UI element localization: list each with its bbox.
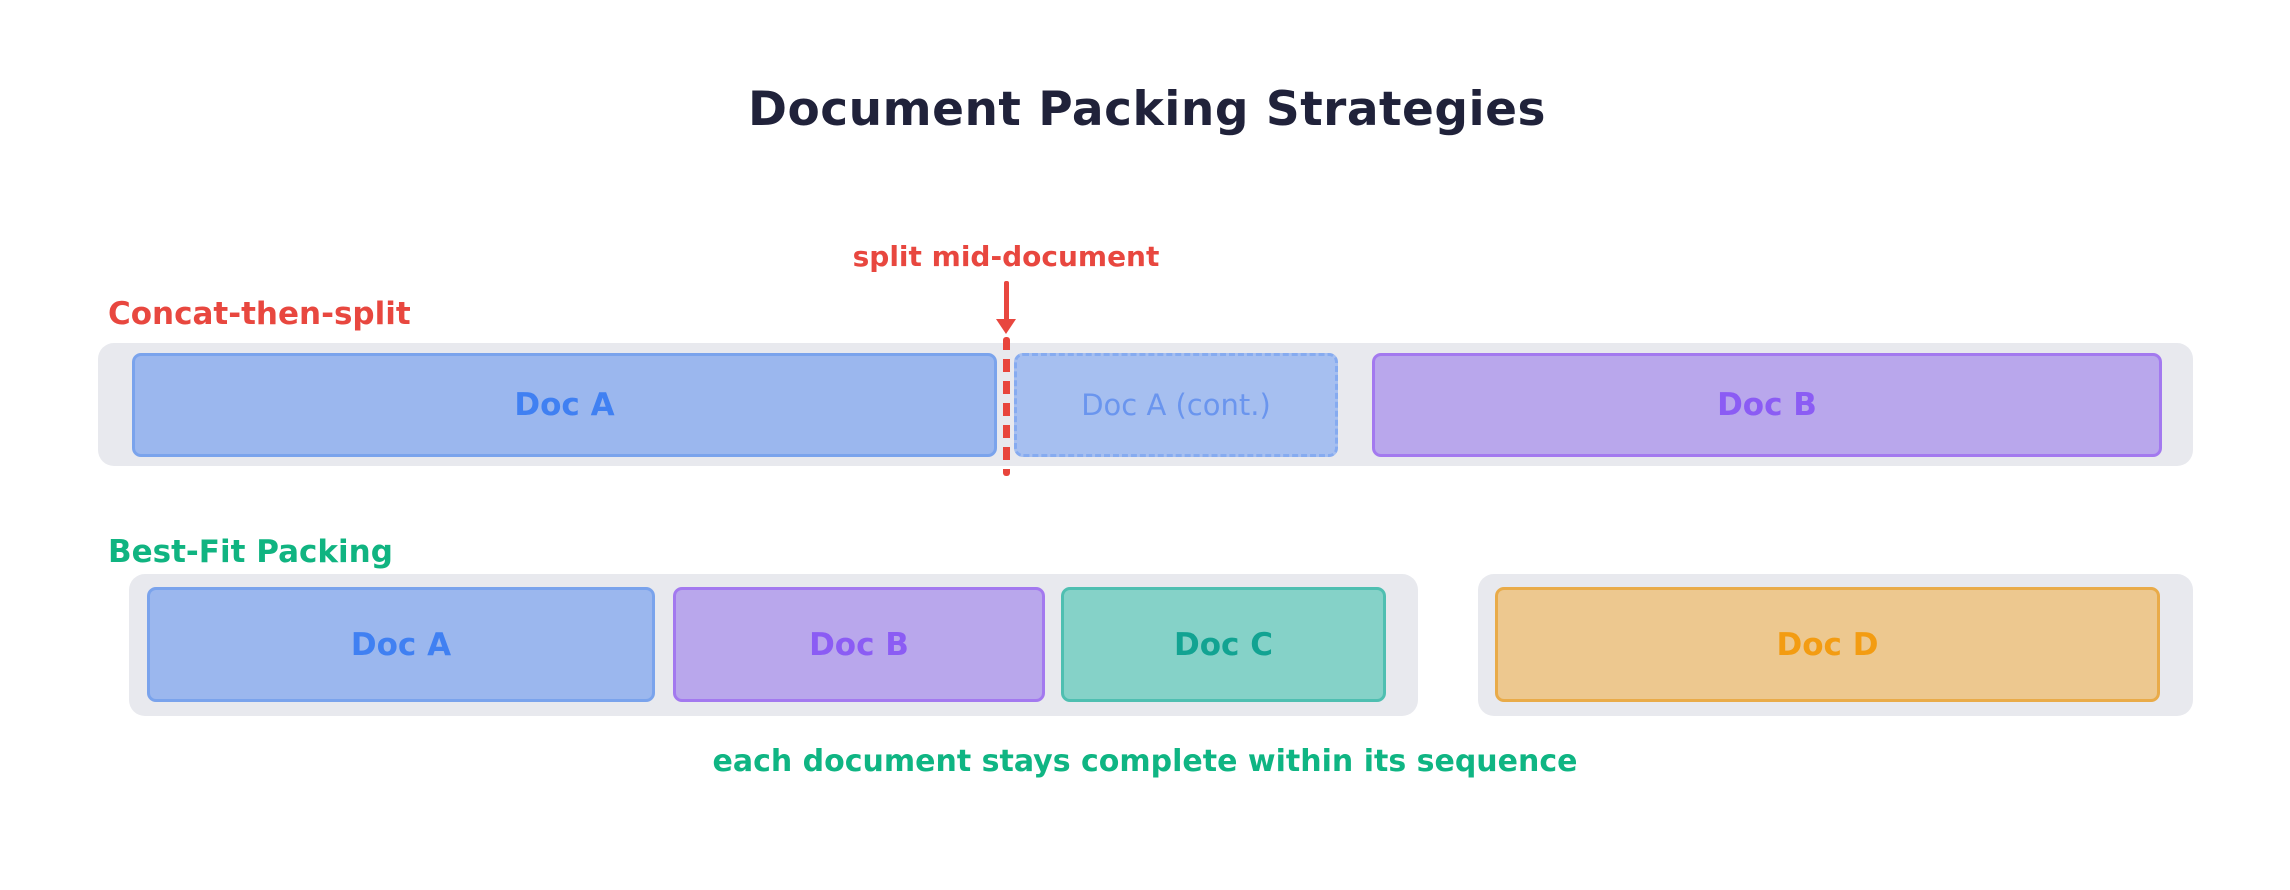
bestfit-caption: each document stays complete within its … (712, 744, 1578, 779)
doc-label: Doc B (809, 626, 909, 663)
doc-box-c: Doc C (1061, 587, 1386, 702)
sequence-container-bestfit-2: Doc D (1478, 574, 2193, 716)
split-annotation-label: split mid-document (852, 240, 1160, 273)
diagram-title: Document Packing Strategies (747, 82, 1547, 137)
sequence-container-concat: Doc A Doc A (cont.) Doc B (98, 343, 2193, 466)
doc-label: Doc A (350, 626, 452, 663)
doc-box-a: Doc A (147, 587, 655, 702)
section-label-concat-then-split: Concat-then-split (108, 296, 411, 332)
doc-label: Doc D (1776, 626, 1879, 663)
down-arrow-shaft (1004, 281, 1009, 321)
doc-box-b: Doc B (673, 587, 1045, 702)
doc-label: Doc B (1717, 387, 1817, 423)
doc-box-a-continued: Doc A (cont.) (1014, 353, 1338, 457)
sequence-container-bestfit-1: Doc A Doc B Doc C (129, 574, 1418, 716)
doc-box-a: Doc A (132, 353, 997, 457)
down-arrow-head (996, 319, 1016, 334)
doc-box-d: Doc D (1495, 587, 2160, 702)
doc-label: Doc A (cont.) (1081, 388, 1271, 422)
section-label-best-fit-packing: Best-Fit Packing (108, 534, 393, 570)
doc-box-b: Doc B (1372, 353, 2162, 457)
doc-label: Doc C (1174, 626, 1273, 663)
split-dashed-line (1003, 337, 1010, 476)
doc-label: Doc A (514, 387, 615, 423)
